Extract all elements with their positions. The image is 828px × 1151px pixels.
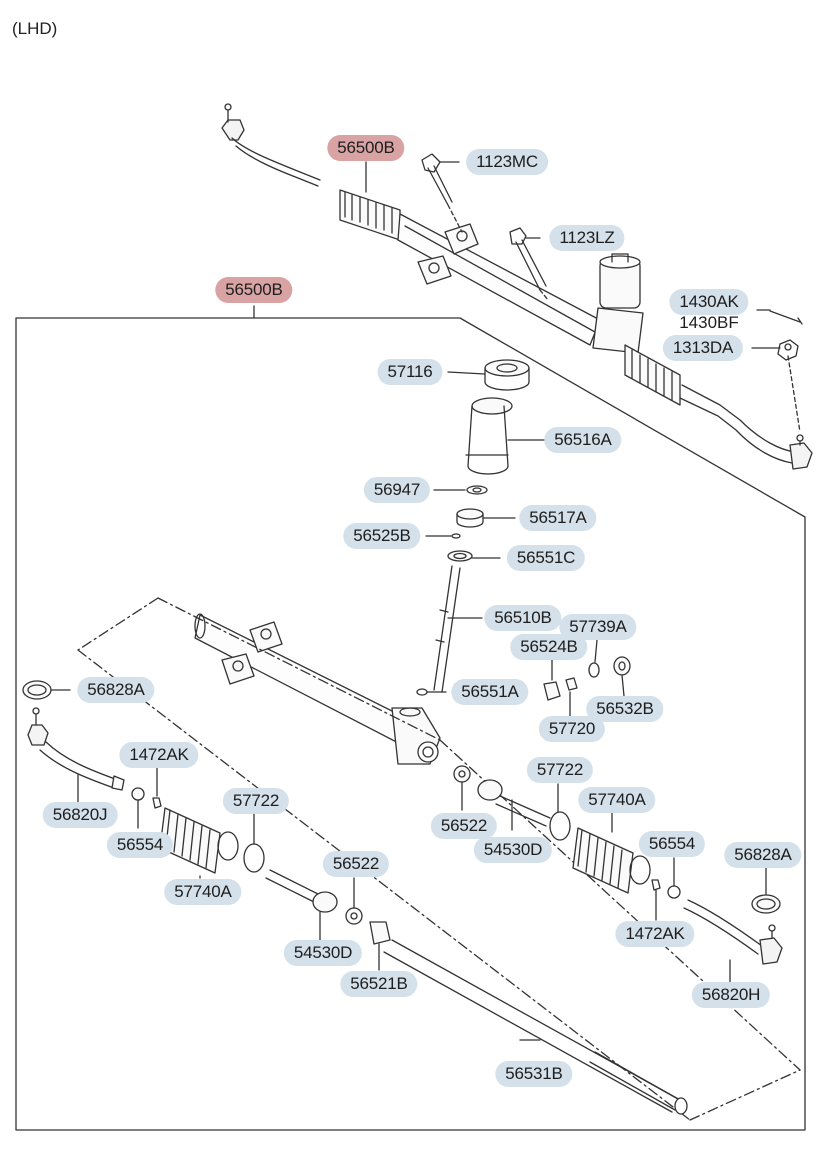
label-56522-right[interactable]: 56522 (430, 813, 498, 839)
label-56820J[interactable]: 56820J (42, 802, 118, 828)
label-57740A-left[interactable]: 57740A (164, 879, 242, 905)
label-57116[interactable]: 57116 (377, 359, 443, 385)
leaders-top (365, 161, 801, 433)
part-small-column (425, 485, 516, 562)
label-57722-right[interactable]: 57722 (526, 757, 594, 783)
label-56500B-top[interactable]: 56500B (327, 135, 405, 161)
assembly-frame (15, 305, 806, 1131)
label-56947[interactable]: 56947 (363, 477, 431, 503)
part-left-group (22, 680, 688, 1115)
part-56510B (433, 565, 483, 693)
part-56516A (465, 397, 546, 475)
label-1313DA[interactable]: 1313DA (662, 335, 744, 361)
label-56551A[interactable]: 56551A (451, 679, 529, 705)
label-56554-left[interactable]: 56554 (106, 832, 174, 858)
label-56521B[interactable]: 56521B (340, 971, 418, 997)
label-56500B-box[interactable]: 56500B (215, 277, 293, 303)
label-56525B[interactable]: 56525B (343, 523, 421, 549)
part-housing-exploded (194, 613, 441, 765)
label-56554-right[interactable]: 56554 (638, 831, 706, 857)
label-54530D-left[interactable]: 54530D (283, 940, 363, 966)
label-56522-left[interactable]: 56522 (322, 851, 390, 877)
label-56532B[interactable]: 56532B (586, 696, 664, 722)
label-56828A-left[interactable]: 56828A (77, 677, 155, 703)
assembled-rack (221, 103, 813, 470)
label-1472AK-right[interactable]: 1472AK (615, 921, 695, 947)
label-56820H[interactable]: 56820H (691, 982, 771, 1008)
label-54530D-right[interactable]: 54530D (473, 837, 553, 863)
label-56551C[interactable]: 56551C (506, 545, 586, 571)
label-1472AK-left[interactable]: 1472AK (119, 742, 199, 768)
variant-label: (LHD) (12, 19, 58, 38)
label-56828A-right[interactable]: 56828A (724, 842, 802, 868)
part-right-group (453, 765, 783, 983)
label-56516A[interactable]: 56516A (544, 427, 622, 453)
part-adjust-group (416, 639, 631, 717)
part-57116 (447, 359, 530, 391)
label-1430BF[interactable]: 1430BF (679, 313, 739, 332)
label-57740A-right[interactable]: 57740A (578, 787, 656, 813)
label-56524B[interactable]: 56524B (510, 634, 588, 660)
label-56531B[interactable]: 56531B (495, 1061, 573, 1087)
label-1123MC[interactable]: 1123MC (466, 149, 548, 175)
label-1430AK[interactable]: 1430AK (669, 289, 749, 315)
label-56510B[interactable]: 56510B (484, 605, 562, 631)
label-57722-left[interactable]: 57722 (222, 788, 290, 814)
label-56517A[interactable]: 56517A (519, 505, 597, 531)
label-1123LZ[interactable]: 1123LZ (549, 225, 625, 251)
